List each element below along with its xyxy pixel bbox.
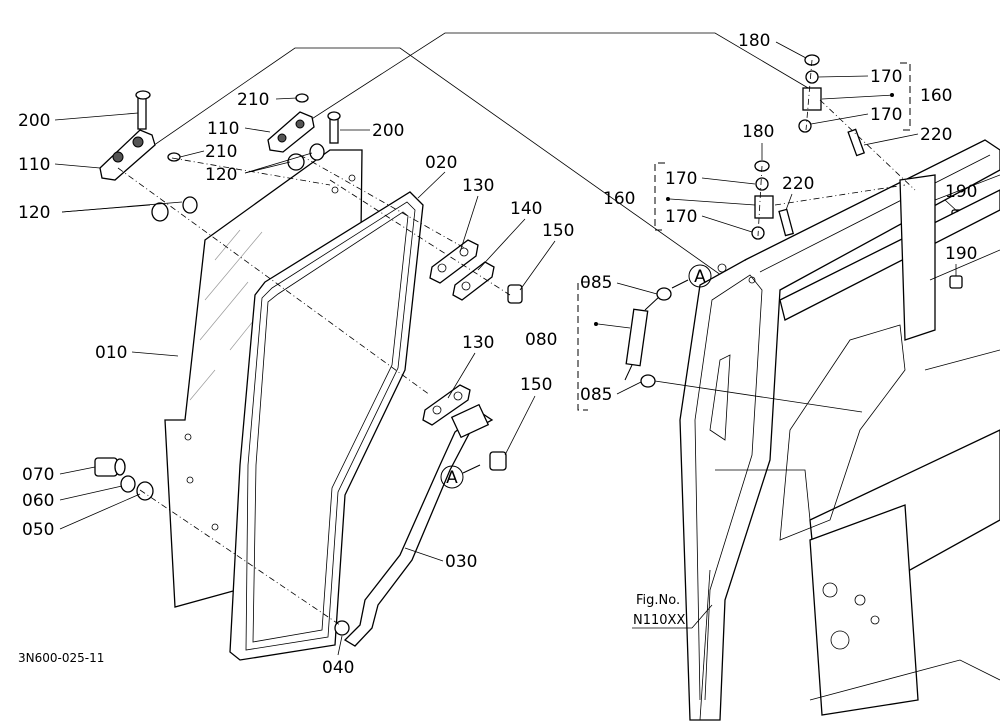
door-seal-frame: [229, 191, 424, 661]
hinge-set-upper: [798, 54, 911, 157]
part-label-130-lower: 130: [462, 333, 494, 353]
part-label-220-lower: 220: [782, 174, 814, 194]
part-label-010: 010: [95, 343, 127, 363]
part-label-020: 020: [425, 153, 457, 173]
callout-a-lower: A: [440, 464, 481, 489]
part-label-210-lower: 210: [205, 142, 237, 162]
fig-no-number: N110XX: [633, 613, 685, 628]
figure-reference: Fig.No. N110XX: [632, 593, 713, 629]
part-label-060: 060: [22, 491, 54, 511]
part-label-170-lower-b: 170: [665, 207, 697, 227]
right-upper-hinge: [267, 93, 341, 171]
fig-no-label: Fig.No.: [636, 593, 680, 608]
part-label-220-upper: 220: [920, 125, 952, 145]
part-label-110-left: 110: [18, 155, 50, 175]
part-label-040: 040: [322, 658, 354, 678]
part-label-170-upper-a: 170: [870, 67, 902, 87]
top-leader-lines: [117, 32, 821, 286]
part-label-200-right: 200: [372, 121, 404, 141]
callout-a-upper: A: [671, 264, 712, 289]
part-label-130-upper: 130: [462, 176, 494, 196]
part-label-085-lower: 085: [580, 385, 612, 405]
part-label-085-upper: 085: [580, 273, 612, 293]
part-label-050: 050: [22, 520, 54, 540]
part-label-030: 030: [445, 552, 477, 572]
part-label-120-right: 120: [205, 165, 237, 185]
part-label-180-lower: 180: [742, 122, 774, 142]
part-label-170-lower-a: 170: [665, 169, 697, 189]
latch-plates: [422, 239, 523, 471]
part-label-120-left: 120: [18, 203, 50, 223]
part-label-140: 140: [510, 199, 542, 219]
lower-fasteners: [94, 457, 350, 636]
cab-frame: [679, 139, 1000, 721]
callout-a-label-lower: A: [446, 468, 458, 488]
part-label-180-upper: 180: [738, 31, 770, 51]
drawing-code: 3N600-025-11: [18, 651, 104, 665]
part-label-190-lower: 190: [945, 244, 977, 264]
part-label-110-right: 110: [207, 119, 239, 139]
part-label-150-lower: 150: [520, 375, 552, 395]
part-label-170-upper-b: 170: [870, 105, 902, 125]
part-label-160-upper: 160: [920, 86, 952, 106]
part-label-150-upper: 150: [542, 221, 574, 241]
callout-a-label-upper: A: [694, 267, 706, 287]
part-label-070: 070: [22, 465, 54, 485]
part-label-080: 080: [525, 330, 557, 350]
gas-strut-assembly: [577, 281, 672, 411]
left-upper-hinge: [99, 90, 198, 222]
part-labels: 200 110 120 210 210 110 200 120 020 130 …: [18, 31, 977, 678]
part-label-200-left: 200: [18, 111, 50, 131]
door-handle-rod: [343, 403, 494, 647]
part-label-190-upper: 190: [945, 182, 977, 202]
part-label-210-upper: 210: [237, 90, 269, 110]
part-label-160-lower: 160: [603, 189, 635, 209]
